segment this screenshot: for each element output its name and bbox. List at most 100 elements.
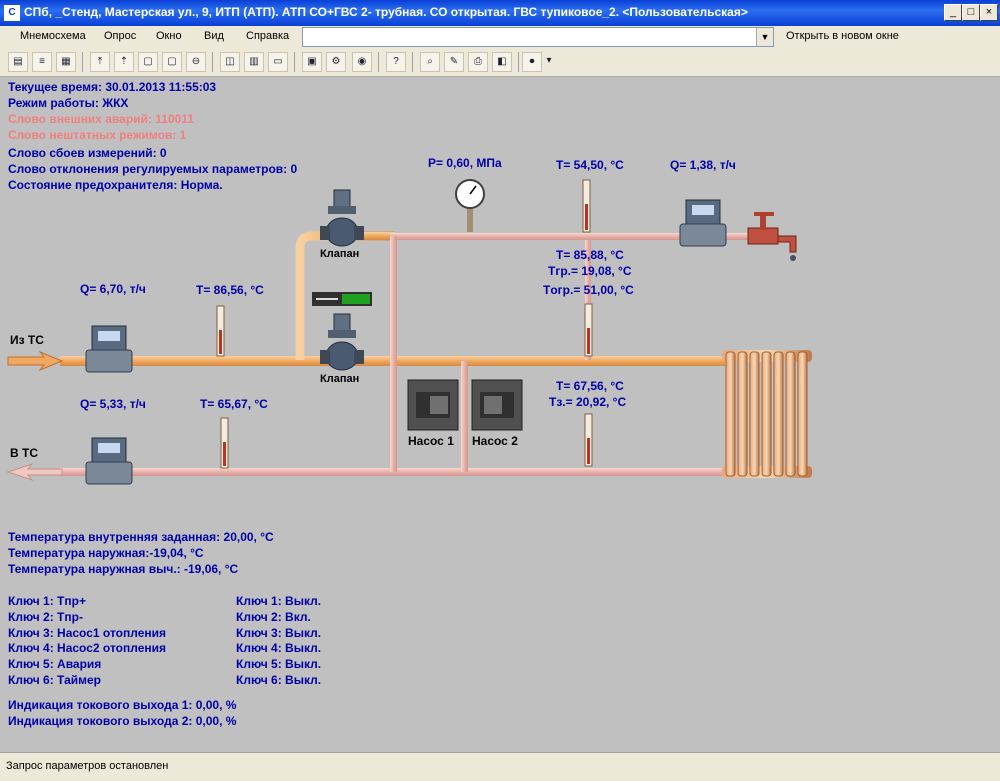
vertical-pipe-3 <box>585 240 591 360</box>
settings-doc-icon[interactable]: ⚙ <box>326 52 346 72</box>
measurement-faults-word: Слово сбоев измерений: 0 <box>8 146 167 160</box>
key-5-state: Ключ 5: Выкл. <box>236 657 322 671</box>
upload-icon[interactable]: ⤒ <box>90 52 110 72</box>
toolbar: ▤ ≡ ▦ ⤒ ⇡ ▢ ▢ ⊖ ◫ ▥ ▭ ▣ ⚙ ◉ ? ⌕ ✎ ⎙ ◧ ⏺ … <box>0 48 1000 77</box>
key-2-function: Ключ 2: Tпр- <box>8 610 83 624</box>
hot-water-pipe <box>390 233 750 240</box>
valve-2-icon <box>320 313 364 371</box>
arrow-in-icon <box>7 350 64 372</box>
toolbar-separator <box>294 52 295 72</box>
upload-alt-icon[interactable]: ⇡ <box>114 52 134 72</box>
key-1-state: Ключ 1: Выкл. <box>236 594 322 608</box>
edit-doc-icon[interactable]: ✎ <box>444 52 464 72</box>
outlet-flow: Q= 5,33, т/ч <box>80 397 146 411</box>
toolbar-separator <box>412 52 413 72</box>
mid-temperature: T= 85,88, °C <box>556 248 624 262</box>
menu-help[interactable]: Справка <box>246 30 290 42</box>
valve-2-label: Клапан <box>320 373 360 385</box>
stop-icon[interactable]: ⊖ <box>186 52 206 72</box>
inlet-temperature: T= 86,56, °C <box>196 283 264 297</box>
vertical-pipe-2 <box>461 361 468 472</box>
pump-1-label: Насос 1 <box>408 434 454 448</box>
report-icon[interactable]: ▥ <box>244 52 264 72</box>
hot-water-flow: Q= 1,38, т/ч <box>670 158 736 172</box>
vertical-pipe-1 <box>390 236 397 472</box>
table-icon[interactable]: ▭ <box>268 52 288 72</box>
valve-1-label: Клапан <box>320 248 360 260</box>
inner-set-temperature: Температура внутренняя заданная: 20,00, … <box>8 530 274 544</box>
thermometer-in-icon <box>216 305 225 357</box>
current-output-2: Индикация токового выхода 2: 0,00, % <box>8 714 237 728</box>
water-tap-icon <box>747 212 797 261</box>
key-3-state: Ключ 3: Выкл. <box>236 626 322 640</box>
parameter-deviation-word: Слово отклонения регулируемых параметров… <box>8 162 298 176</box>
valve-position-indicator <box>312 292 372 306</box>
window-icon[interactable]: ◧ <box>492 52 512 72</box>
pump-1-icon <box>407 379 459 431</box>
toolbar-separator <box>518 52 519 72</box>
key-3-function: Ключ 3: Насос1 отопления <box>8 626 167 640</box>
current-output-1: Индикация токового выхода 1: 0,00, % <box>8 698 237 712</box>
valve-1-icon <box>320 189 364 247</box>
record-icon[interactable]: ⏺ <box>522 52 542 72</box>
scheme-list-icon[interactable]: ≡ <box>32 52 52 72</box>
thermometer-return-icon <box>584 413 593 467</box>
device-icon[interactable]: ◉ <box>352 52 372 72</box>
toolbar-separator <box>378 52 379 72</box>
t-gr-value: Tгр.= 19,08, °C <box>548 264 632 278</box>
menu-poll[interactable]: Опрос <box>104 30 137 42</box>
chart-icon[interactable]: ◫ <box>220 52 240 72</box>
chevron-down-icon[interactable]: ▼ <box>756 28 773 46</box>
key-2-state: Ключ 2: Вкл. <box>236 610 311 624</box>
pressure-value: P= 0,60, МПа <box>428 156 502 170</box>
menu-view[interactable]: Вид <box>204 30 224 42</box>
outlet-temperature: T= 65,67, °C <box>200 397 268 411</box>
pump-2-label: Насос 2 <box>472 434 518 448</box>
pressure-gauge-icon <box>455 179 485 232</box>
help-icon[interactable]: ? <box>386 52 406 72</box>
print-icon[interactable]: ⎙ <box>468 52 488 72</box>
scheme-icon[interactable]: ▤ <box>8 52 28 72</box>
menu-mnemoscheme[interactable]: Мнемосхема <box>20 30 86 42</box>
flow-meter-in-icon <box>85 325 133 373</box>
close-button[interactable]: × <box>980 4 998 21</box>
maximize-button[interactable]: □ <box>962 4 980 21</box>
dropdown-arrow-icon[interactable]: ▾ <box>546 55 552 66</box>
flow-meter-hot-icon <box>679 199 727 247</box>
open-new-window-button[interactable]: Открыть в новом окне <box>786 30 899 42</box>
key-4-state: Ключ 4: Выкл. <box>236 641 322 655</box>
key-4-function: Ключ 4: Насос2 отопления <box>8 641 167 655</box>
toolbar-separator <box>212 52 213 72</box>
status-text: Запрос параметров остановлен <box>6 760 169 772</box>
abnormal-modes-word: Слово нештатных режимов: 1 <box>8 128 187 142</box>
thermometer-out-icon <box>220 417 229 469</box>
from-ts-label: Из ТС <box>10 333 44 347</box>
inlet-flow: Q= 6,70, т/ч <box>80 282 146 296</box>
monitor-icon[interactable]: ▣ <box>302 52 322 72</box>
menu-window[interactable]: Окно <box>156 30 182 42</box>
arrow-out-icon <box>6 462 63 482</box>
key-1-function: Ключ 1: Tпр+ <box>8 594 86 608</box>
key-5-function: Ключ 5: Авария <box>8 657 102 671</box>
status-bar: Запрос параметров остановлен <box>0 752 1000 781</box>
flow-meter-out-icon <box>85 437 133 485</box>
page-icon[interactable]: ▢ <box>138 52 158 72</box>
hot-water-temperature: T= 54,50, °C <box>556 158 624 172</box>
current-time: Текущее время: 30.01.2013 11:55:03 <box>8 80 217 94</box>
key-6-state: Ключ 6: Выкл. <box>236 673 322 687</box>
minimize-button[interactable]: _ <box>944 4 962 21</box>
thermometer-mid-icon <box>584 303 593 357</box>
outer-calc-temperature: Температура наружная выч.: -19,06, °C <box>8 562 239 576</box>
key-6-function: Ключ 6: Таймер <box>8 673 102 687</box>
pump-2-icon <box>471 379 523 431</box>
page-alt-icon[interactable]: ▢ <box>162 52 182 72</box>
toolbar-separator <box>82 52 83 72</box>
external-alarms-word: Слово внешних аварий: 110011 <box>8 112 194 126</box>
window-title: СПб, _Стенд, Мастерская ул., 9, ИТП (АТП… <box>24 5 748 19</box>
scheme-grid-icon[interactable]: ▦ <box>56 52 76 72</box>
bypass-pipe <box>295 231 395 360</box>
scheme-select[interactable]: ▼ <box>302 27 774 47</box>
zoom-icon[interactable]: ⌕ <box>420 52 440 72</box>
t-z-value: Tз.= 20,92, °C <box>549 395 627 409</box>
fuse-state: Состояние предохранителя: Норма. <box>8 178 223 192</box>
